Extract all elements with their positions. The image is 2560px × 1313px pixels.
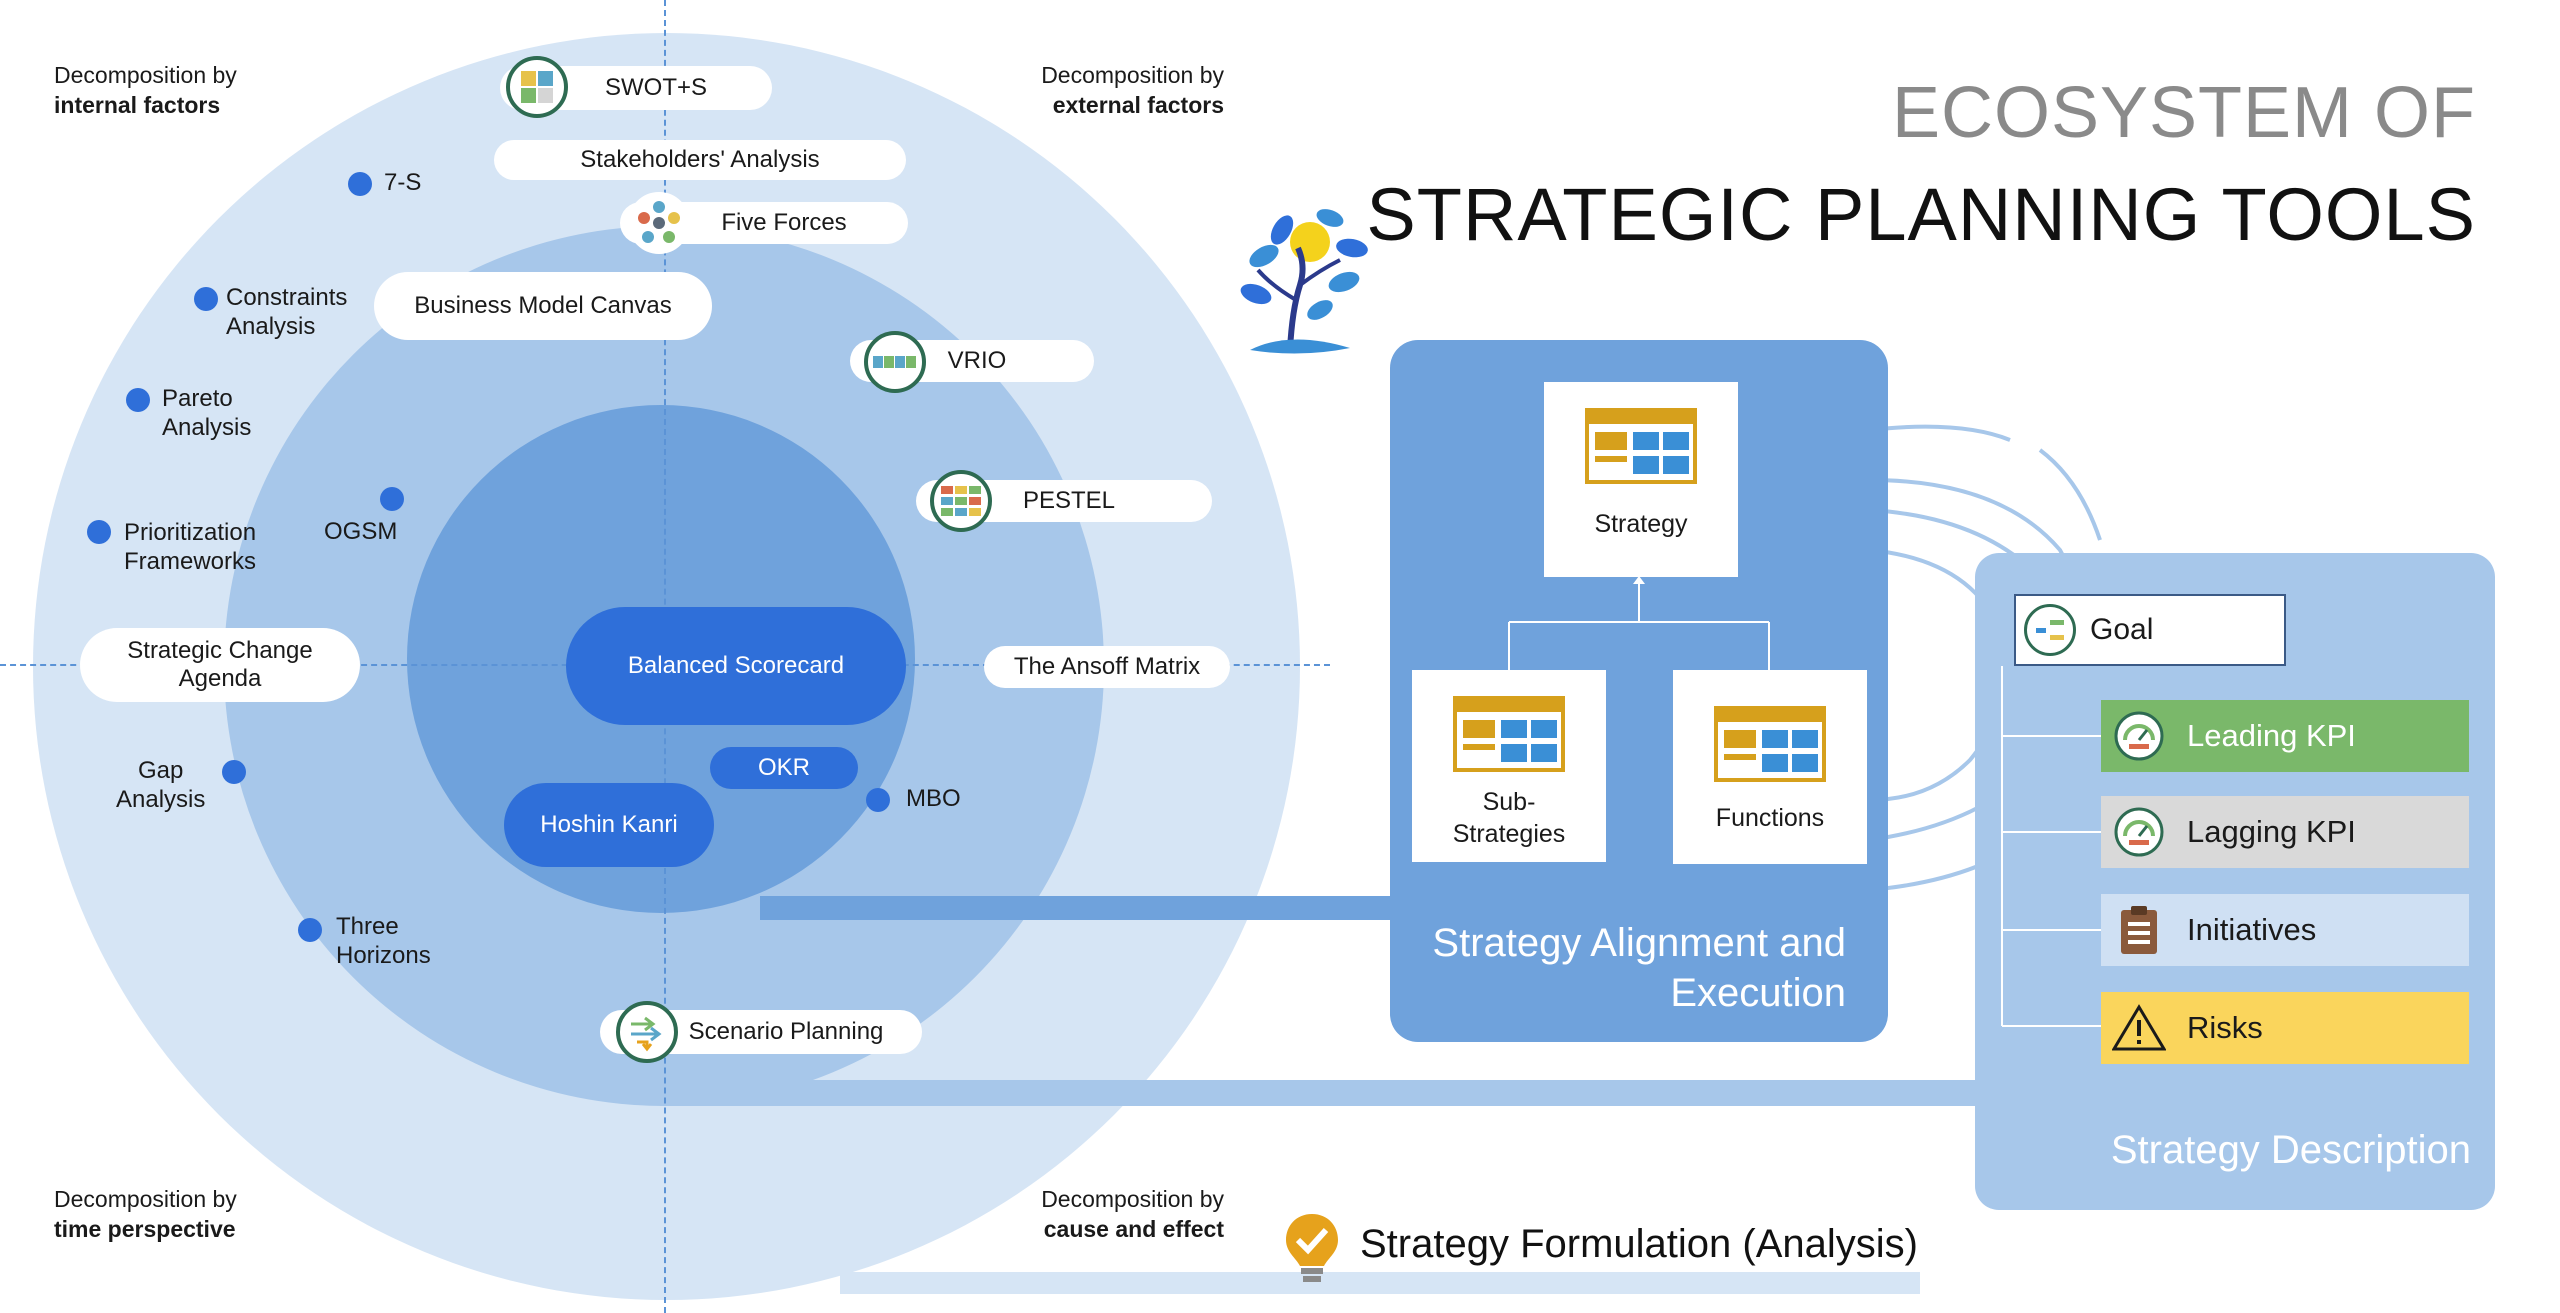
pill-balanced-scorecard[interactable]: Balanced Scorecard — [566, 607, 906, 725]
card-strategy[interactable]: Strategy — [1544, 382, 1738, 577]
pill-stakeholders[interactable]: Stakeholders' Analysis — [494, 140, 906, 180]
goal-box[interactable]: Goal — [2014, 594, 2286, 666]
risks-label: Risks — [2187, 1010, 2263, 1045]
functions-card-icon — [1714, 706, 1826, 782]
label-ogsm[interactable]: OGSM — [324, 518, 398, 545]
card-sub-strategies-label: Sub- Strategies — [1452, 788, 1566, 848]
pill-ansoff-matrix[interactable]: The Ansoff Matrix — [984, 646, 1230, 688]
sub-strategies-card-icon — [1453, 696, 1565, 772]
corner-internal: Decomposition by internal factors — [54, 62, 237, 118]
clipboard-icon — [2109, 900, 2169, 960]
dot-prioritization — [87, 520, 111, 544]
title-line2: STRATEGIC PLANNING TOOLS — [1366, 173, 2476, 256]
label-7s[interactable]: 7-S — [384, 169, 422, 196]
label-constraints[interactable]: Constraints Analysis — [226, 284, 348, 340]
card-functions[interactable]: Functions — [1673, 670, 1867, 864]
gauge-icon — [2109, 802, 2169, 862]
pill-strategic-change-agenda[interactable]: Strategic Change Agenda — [80, 628, 360, 702]
card-functions-label: Functions — [1715, 804, 1825, 832]
dot-7s — [348, 172, 372, 196]
scenario-planning-icon — [616, 1001, 678, 1063]
goal-icon — [2024, 604, 2076, 656]
leading-kpi-label: Leading KPI — [2187, 718, 2356, 753]
bar-lagging-kpi[interactable]: Lagging KPI — [2101, 796, 2469, 868]
card-strategy-label: Strategy — [1594, 510, 1688, 538]
label-mbo[interactable]: MBO — [906, 785, 961, 812]
strategy-description-title: Strategy Description — [2110, 1128, 2471, 1172]
label-gap-analysis[interactable]: Gap Analysis — [116, 757, 206, 813]
strategy-formulation-title: Strategy Formulation (Analysis) — [1360, 1222, 1918, 1266]
bar-leading-kpi[interactable]: Leading KPI — [2101, 700, 2469, 772]
label-pareto[interactable]: Pareto Analysis — [162, 385, 252, 441]
corner-cause-effect: Decomposition by cause and effect — [1041, 1186, 1224, 1242]
goal-label: Goal — [2090, 613, 2154, 646]
corner-external: Decomposition by external factors — [1041, 62, 1224, 118]
pill-okr[interactable]: OKR — [710, 747, 858, 789]
card-sub-strategies[interactable]: Sub- Strategies — [1412, 670, 1606, 862]
pestel-icon — [930, 470, 992, 532]
vrio-icon — [864, 331, 926, 393]
connector-description — [660, 1080, 1990, 1106]
bar-initiatives[interactable]: Initiatives — [2101, 894, 2469, 966]
strategy-card-icon — [1585, 408, 1697, 484]
description-tree-lines — [2001, 666, 2101, 1027]
connector-alignment — [760, 896, 1400, 920]
lagging-kpi-label: Lagging KPI — [2187, 814, 2356, 849]
title-line1: ECOSYSTEM OF — [1891, 73, 2476, 153]
org-connectors — [1508, 576, 1770, 670]
strategy-alignment-title: Strategy Alignment and Execution — [1432, 921, 1846, 1015]
lightbulb-check-icon — [1286, 1214, 1338, 1282]
tree-logo — [1216, 202, 1368, 364]
dot-three-horizons — [298, 918, 322, 942]
dot-gap-analysis — [222, 760, 246, 784]
bar-risks[interactable]: Risks — [2101, 992, 2469, 1064]
warning-icon — [2109, 998, 2169, 1058]
dot-ogsm — [380, 487, 404, 511]
dot-constraints — [194, 287, 218, 311]
label-three-horizons[interactable]: Three Horizons — [336, 913, 431, 969]
dot-pareto — [126, 388, 150, 412]
label-prioritization[interactable]: Prioritization Frameworks — [124, 519, 257, 575]
connector-formulation — [840, 1272, 1920, 1294]
pill-hoshin-kanri[interactable]: Hoshin Kanri — [504, 783, 714, 867]
corner-time: Decomposition by time perspective — [54, 1186, 237, 1242]
swot-icon — [506, 56, 568, 118]
initiatives-label: Initiatives — [2187, 912, 2317, 947]
five-forces-icon — [628, 192, 690, 254]
dot-mbo — [866, 788, 890, 812]
gauge-icon — [2109, 706, 2169, 766]
pill-business-model-canvas[interactable]: Business Model Canvas — [374, 272, 712, 340]
